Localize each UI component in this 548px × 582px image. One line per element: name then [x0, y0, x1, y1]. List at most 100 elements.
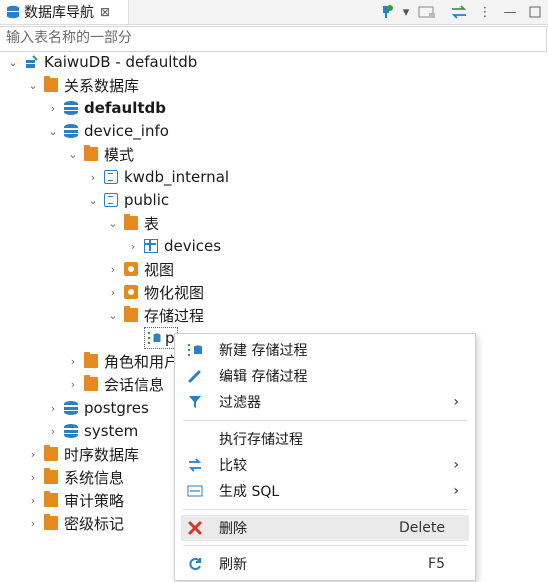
tree-label: device_info — [84, 122, 169, 140]
tree-node-postgres[interactable]: › postgres — [0, 397, 548, 419]
collapse-arrow-icon[interactable]: › — [90, 170, 96, 184]
menu-label: 比较 — [219, 458, 247, 474]
collapse-arrow-icon[interactable]: › — [50, 424, 56, 438]
minimize-icon[interactable]: — — [503, 4, 517, 20]
pencil-icon — [187, 368, 203, 384]
database-icon — [64, 101, 78, 115]
view-tab-bar: 数据库导航 ⊠ ▾ ⋮ — — [0, 0, 548, 25]
database-icon — [64, 124, 78, 138]
collapse-arrow-icon[interactable]: › — [130, 239, 136, 253]
tree-node-device-info[interactable]: ⌄ device_info — [0, 120, 548, 142]
tree-node-devices[interactable]: › devices — [0, 235, 548, 257]
tree-node-tables[interactable]: ⌄ 表 — [0, 212, 548, 234]
filter-icon — [187, 394, 203, 410]
connection-label: KaiwuDB - defaultdb — [44, 53, 198, 71]
menu-item-generate-sql[interactable]: 生成 SQL › — [175, 478, 475, 504]
collapse-arrow-icon[interactable]: › — [30, 493, 36, 507]
context-menu: 新建 存储过程 编辑 存储过程 过滤器 › 执行存储过程 比较 › 生成 SQL… — [174, 333, 476, 581]
tree-label: defaultdb — [84, 99, 167, 117]
tree-node-system[interactable]: › system — [0, 420, 548, 442]
tree-node-defaultdb[interactable]: › defaultdb — [0, 97, 548, 119]
folder-icon — [44, 491, 58, 507]
tree-label: system — [84, 422, 139, 440]
collapse-arrow-icon[interactable]: › — [30, 470, 36, 484]
menu-item-new-procedure[interactable]: 新建 存储过程 — [175, 337, 475, 363]
collapse-arrow-icon[interactable]: › — [50, 101, 56, 115]
tree-node-root[interactable]: ⌄ KaiwuDB - defaultdb — [0, 51, 548, 73]
tree-node-sysinfo[interactable]: › 系统信息 — [0, 466, 548, 488]
tree-node-relational[interactable]: ⌄ 关系数据库 — [0, 74, 548, 96]
collapse-arrow-icon[interactable]: › — [110, 262, 116, 276]
menu-separator — [183, 545, 467, 546]
connection-icon — [26, 55, 38, 68]
schema-icon — [104, 170, 118, 184]
maximize-icon[interactable] — [524, 0, 546, 24]
expand-arrow-icon[interactable]: ⌄ — [8, 55, 18, 69]
link-editor-icon[interactable] — [448, 0, 470, 24]
connect-plug-icon[interactable] — [376, 0, 396, 24]
dropdown-icon[interactable]: ▾ — [402, 4, 410, 20]
menu-item-delete[interactable]: 删除 Delete — [181, 515, 469, 541]
tree-label: 时序数据库 — [64, 445, 140, 464]
tree-label: 视图 — [144, 260, 175, 279]
folder-icon — [44, 468, 58, 484]
search-input[interactable] — [0, 27, 536, 49]
tree-node-views[interactable]: › 视图 — [0, 258, 548, 280]
tree-node-kwdb-internal[interactable]: › kwdb_internal — [0, 166, 548, 188]
new-folder-icon[interactable] — [416, 0, 438, 24]
collapse-arrow-icon[interactable]: › — [70, 377, 76, 391]
menu-item-refresh[interactable]: 刷新 F5 — [175, 551, 475, 577]
tab-title: 数据库导航 — [24, 5, 94, 21]
tree-label: devices — [164, 237, 222, 255]
schemas-folder-icon — [84, 145, 98, 161]
menu-item-edit-procedure[interactable]: 编辑 存储过程 — [175, 363, 475, 389]
plug-icon — [383, 5, 393, 18]
tree-label: postgres — [84, 399, 149, 417]
menu-label: 过滤器 — [219, 395, 261, 411]
tree-node-public[interactable]: ⌄ public — [0, 189, 548, 211]
tree-node-timeseries[interactable]: › 时序数据库 — [0, 443, 548, 465]
tree-node-matviews[interactable]: › 物化视图 — [0, 281, 548, 303]
tree-node-roles[interactable]: › 角色和用户 — [0, 350, 548, 372]
tree-node-audit[interactable]: › 审计策略 — [0, 489, 548, 511]
tree-node-secret[interactable]: › 密级标记 — [0, 512, 548, 534]
database-navigator-icon — [7, 5, 19, 19]
view-menu-icon[interactable]: ⋮ — [478, 4, 492, 20]
menu-item-filter[interactable]: 过滤器 › — [175, 389, 475, 415]
table-name-filter[interactable] — [0, 26, 547, 52]
selected-procedure[interactable]: p — [144, 327, 178, 349]
tab-database-navigator[interactable]: 数据库导航 ⊠ — [0, 0, 129, 24]
tree-node-sessions[interactable]: › 会话信息 — [0, 373, 548, 395]
tree-node-procedures[interactable]: ⌄ 存储过程 — [0, 304, 548, 326]
database-icon — [64, 424, 78, 438]
expand-arrow-icon[interactable]: ⌄ — [28, 78, 38, 92]
collapse-arrow-icon[interactable]: › — [110, 285, 116, 299]
tree-node-modes[interactable]: ⌄ 模式 — [0, 143, 548, 165]
menu-label: 生成 SQL — [219, 484, 280, 500]
expand-arrow-icon[interactable]: ⌄ — [108, 308, 118, 322]
menu-label: 刷新 — [219, 557, 247, 573]
collapse-arrow-icon[interactable]: › — [30, 516, 36, 530]
menu-item-exec-procedure[interactable]: 执行存储过程 — [175, 426, 475, 452]
expand-arrow-icon[interactable]: ⌄ — [68, 147, 78, 161]
collapse-arrow-icon[interactable]: › — [50, 401, 56, 415]
tree-label: public — [124, 191, 170, 209]
schema-icon — [104, 193, 118, 207]
expand-arrow-icon[interactable]: ⌄ — [48, 124, 58, 138]
menu-label: 新建 存储过程 — [219, 343, 308, 359]
menu-label: 执行存储过程 — [219, 432, 303, 448]
collapse-arrow-icon[interactable]: › — [70, 354, 76, 368]
tree-label: 模式 — [104, 145, 135, 164]
close-tab-icon[interactable]: ⊠ — [100, 5, 111, 19]
expand-arrow-icon[interactable]: ⌄ — [108, 216, 118, 230]
menu-shortcut: Delete — [399, 520, 445, 536]
menu-separator — [183, 509, 467, 510]
expand-arrow-icon[interactable]: ⌄ — [88, 193, 98, 207]
tree-label: 会话信息 — [104, 375, 165, 394]
collapse-arrow-icon[interactable]: › — [30, 447, 36, 461]
tables-folder-icon — [124, 214, 138, 230]
menu-label: 删除 — [219, 521, 247, 537]
delete-x-icon — [187, 520, 203, 536]
menu-item-compare[interactable]: 比较 › — [175, 452, 475, 478]
menu-label: 编辑 存储过程 — [219, 369, 308, 385]
